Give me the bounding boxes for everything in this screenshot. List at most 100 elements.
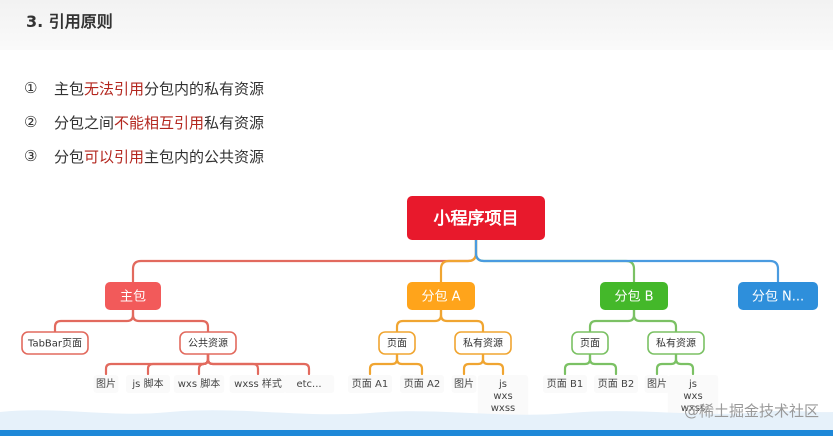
leaf-node: 图片 [451, 375, 477, 393]
tree-connectors [53, 238, 780, 376]
leaf-node-label: js [498, 379, 507, 390]
connector-sub-leaf [563, 352, 592, 376]
branch-node: 分包 B [600, 282, 668, 310]
connector-sub-leaf [197, 352, 210, 376]
rule-text-pre: 分包 [54, 147, 85, 166]
leaf-node-box [543, 375, 587, 393]
sub-node-box [647, 331, 705, 355]
leaf-node: 页面 A1 [348, 375, 392, 393]
leaf-node-box [594, 375, 638, 393]
rule-text-pre: 分包之间 [54, 113, 115, 132]
decorative-wave [0, 410, 833, 436]
rule-number: ② [24, 113, 38, 131]
sub-node-box [454, 331, 512, 355]
sub-node: 页面 [378, 331, 416, 355]
connector-root-branch [474, 238, 780, 284]
sub-node: TabBar页面 [21, 331, 89, 355]
root-node-box [407, 196, 545, 240]
sub-node-box [378, 331, 416, 355]
sub-node: 公共资源 [179, 331, 237, 355]
rule-text-highlight: 可以引用 [84, 147, 145, 166]
rule-text-post: 私有资源 [204, 113, 265, 132]
branch-node-label: 分包 A [421, 290, 460, 305]
connector-sub-leaf [481, 352, 505, 376]
heading-bar [0, 0, 833, 50]
leaf-node-box [283, 375, 335, 393]
sub-node-label: 公共资源 [188, 337, 228, 350]
rule-text-pre: 主包 [54, 79, 85, 98]
connector-branch-sub [439, 308, 485, 334]
rule-3: ③ 分包可以引用主包内的公共资源 [24, 144, 264, 168]
leaf-node: 页面 B1 [543, 375, 587, 393]
connector-sub-leaf [655, 352, 678, 376]
leaf-node: wxs 脚本 [173, 375, 225, 393]
rule-text-post: 分包内的私有资源 [144, 79, 265, 98]
connector-branch-sub [588, 308, 636, 334]
leaf-node-box [93, 375, 119, 393]
root-node: 小程序项目 [407, 196, 545, 240]
leaf-node-box [644, 375, 670, 393]
leaf-node: wxss 样式 [229, 375, 287, 393]
leaf-node-label: wxss 样式 [234, 377, 282, 390]
sub-node-label: 页面 [580, 338, 600, 350]
leaf-node: 页面 B2 [594, 375, 638, 393]
leaf-node-label: etc... [296, 379, 321, 390]
leaf-node-label: 图片 [454, 377, 474, 390]
rule-text-post: 主包内的公共资源 [144, 147, 265, 166]
connector-branch-sub [395, 308, 443, 334]
leaf-node: 页面 A2 [400, 375, 444, 393]
watermark: @稀土掘金技术社区 [683, 402, 819, 420]
leaf-node-box [173, 375, 225, 393]
leaf-node-label: js [688, 379, 697, 390]
rule-1: ① 主包无法引用分包内的私有资源 [24, 76, 264, 100]
leaf-node-box [451, 375, 477, 393]
rule-text-highlight: 无法引用 [84, 79, 145, 98]
root-node-label: 小程序项目 [434, 208, 519, 229]
leaf-node: 图片 [644, 375, 670, 393]
branch-node-label: 分包 N... [752, 290, 804, 305]
leaf-node-label: wxs [493, 391, 512, 402]
connector-sub-leaf [462, 352, 485, 376]
leaf-node-label: wxss [491, 403, 516, 414]
branch-node: 分包 N... [738, 282, 818, 310]
sub-node-box [571, 331, 609, 355]
connector-branch-sub [131, 308, 210, 334]
branch-node-box [600, 282, 668, 310]
sub-node: 私有资源 [454, 331, 512, 355]
connector-root-branch [131, 238, 478, 284]
leaf-node-label: 页面 A1 [352, 378, 388, 390]
connector-root-branch [439, 238, 478, 284]
leaf-node-label: 页面 B2 [598, 378, 634, 390]
rule-text-highlight: 不能相互引用 [114, 113, 205, 132]
branch-node-label: 主包 [120, 290, 146, 305]
connector-sub-leaf [674, 352, 695, 376]
rules-list: ① 主包无法引用分包内的私有资源 ② 分包之间不能相互引用私有资源 ③ 分包可以… [24, 76, 264, 178]
sub-node-label: 页面 [387, 338, 407, 350]
leaf-node-box [400, 375, 444, 393]
leaf-node: 图片 [93, 375, 119, 393]
leaf-node-label: 页面 B1 [547, 378, 583, 390]
branch-node-box [738, 282, 818, 310]
branch-node-box [105, 282, 161, 310]
connector-sub-leaf [206, 352, 311, 376]
leaf-node-label: wxs [683, 391, 702, 402]
leaf-node-label: wxs 脚本 [178, 377, 221, 390]
connector-branch-sub [53, 308, 135, 334]
page-title: 3. 引用原则 [26, 12, 113, 31]
sub-node-box [179, 331, 237, 355]
leaf-node: etc... [283, 375, 335, 393]
leaf-node-box [126, 375, 170, 393]
sub-node-label: 私有资源 [656, 337, 696, 350]
sub-node-label: TabBar页面 [27, 338, 82, 350]
connector-sub-leaf [588, 352, 618, 376]
leaf-node-box [348, 375, 392, 393]
sub-node: 私有资源 [647, 331, 705, 355]
rule-number: ① [24, 79, 38, 97]
rule-number: ③ [24, 147, 38, 165]
leaf-node: js 脚本 [126, 375, 170, 393]
leaf-node-label: 图片 [647, 377, 667, 390]
branch-node: 分包 A [407, 282, 475, 310]
